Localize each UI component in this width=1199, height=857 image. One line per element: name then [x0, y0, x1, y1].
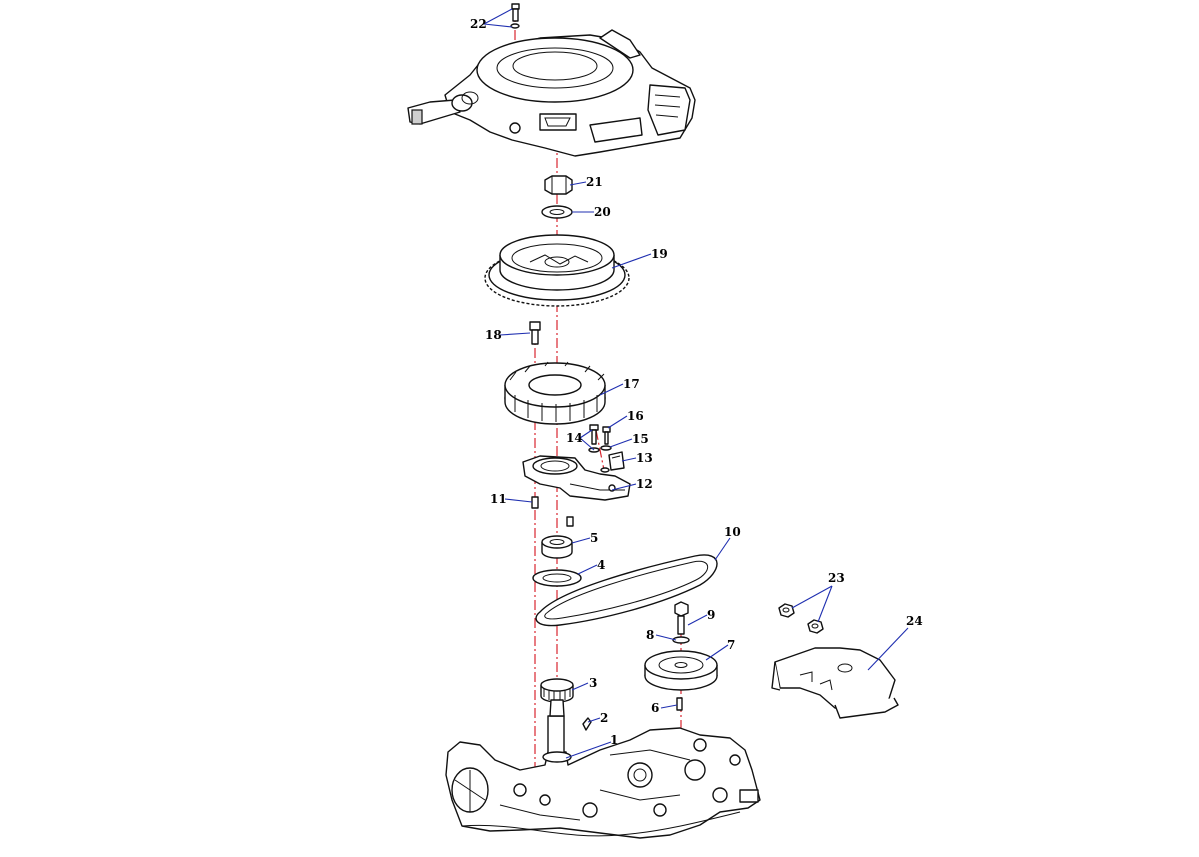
callout-19: 19: [651, 247, 668, 261]
part-6-cam-pin: [676, 697, 683, 711]
callout-22: 22: [470, 17, 487, 31]
part-10-timing-belt: [535, 554, 718, 627]
part-20-flywheel-washer: [541, 205, 573, 219]
part-2-woodruff-key: [582, 717, 592, 731]
callout-23: 23: [828, 571, 845, 585]
leader-18: [499, 332, 531, 336]
leader-2: [587, 717, 601, 723]
callout-12: 12: [636, 477, 653, 491]
recoil-starter-cover: [407, 29, 696, 157]
part-9-cam-bolt: [674, 601, 689, 635]
part-19-flywheel: [484, 234, 630, 307]
leader-4: [577, 564, 598, 575]
callout-11: 11: [490, 492, 507, 506]
callout-3: 3: [589, 676, 597, 690]
part-1-crankshaft-engine: [445, 699, 761, 839]
leader-22b: [483, 23, 513, 28]
leader-5: [571, 537, 591, 544]
leader-12: [611, 483, 637, 491]
part-11-dowel-pin: [531, 496, 574, 527]
leader-6: [660, 704, 678, 709]
leader-16: [607, 415, 628, 429]
leader-23a: [791, 585, 833, 609]
callout-20: 20: [594, 205, 611, 219]
callout-6: 6: [651, 701, 659, 715]
part-21-flywheel-nut: [544, 175, 573, 195]
callout-13: 13: [636, 451, 653, 465]
leader-22: [483, 8, 513, 25]
callout-18: 18: [485, 328, 502, 342]
callout-14: 14: [566, 431, 583, 445]
callout-1: 1: [610, 733, 618, 747]
part-8-cam-washer: [672, 636, 690, 644]
part-24-belt-cover: [771, 647, 899, 719]
leader-8: [655, 634, 677, 641]
leader-21: [569, 181, 587, 186]
leader-19: [611, 253, 652, 269]
callout-4: 4: [597, 558, 605, 572]
part-12-stator-bracket: [522, 455, 631, 501]
callout-24: 24: [906, 614, 923, 628]
callout-2: 2: [600, 711, 608, 725]
part-22-bolt-washer: [510, 3, 520, 29]
callout-21: 21: [586, 175, 603, 189]
callout-9: 9: [707, 608, 715, 622]
part-14-16-screws: [588, 424, 612, 473]
leader-14b: [579, 437, 595, 451]
part-3-crank-pulley: [540, 678, 574, 703]
part-13-pulser-coil: [608, 451, 625, 471]
leader-9: [687, 614, 708, 626]
callout-8: 8: [646, 628, 654, 642]
part-5-collar: [541, 535, 573, 559]
part-7-cam-pulley: [644, 650, 718, 691]
leader-3: [571, 682, 589, 691]
callout-15: 15: [632, 432, 649, 446]
part-23-nuts: [778, 603, 824, 634]
bracket-screw-axis: [595, 429, 605, 471]
leader-17: [599, 383, 624, 396]
callout-10: 10: [724, 525, 741, 539]
part-4-plate-washer: [532, 569, 582, 587]
leader-11: [504, 498, 533, 503]
leader-14a: [579, 429, 593, 439]
callout-16: 16: [627, 409, 644, 423]
leader-lines: [483, 8, 909, 759]
leader-10: [714, 537, 731, 561]
part-17-stator: [504, 361, 606, 425]
leader-13: [621, 457, 637, 462]
leader-23b: [817, 585, 833, 623]
callout-7: 7: [727, 638, 735, 652]
part-18-stator-bolt: [529, 321, 541, 345]
callout-numbers: 1 2 3 4 5 6 7 8 9 10 11 12 13 14 15 16 1…: [470, 17, 923, 747]
callout-17: 17: [623, 377, 640, 391]
leader-15: [609, 438, 633, 448]
leader-24: [867, 627, 909, 671]
leader-7: [705, 644, 729, 661]
callout-5: 5: [590, 531, 598, 545]
leader-1: [565, 741, 612, 759]
